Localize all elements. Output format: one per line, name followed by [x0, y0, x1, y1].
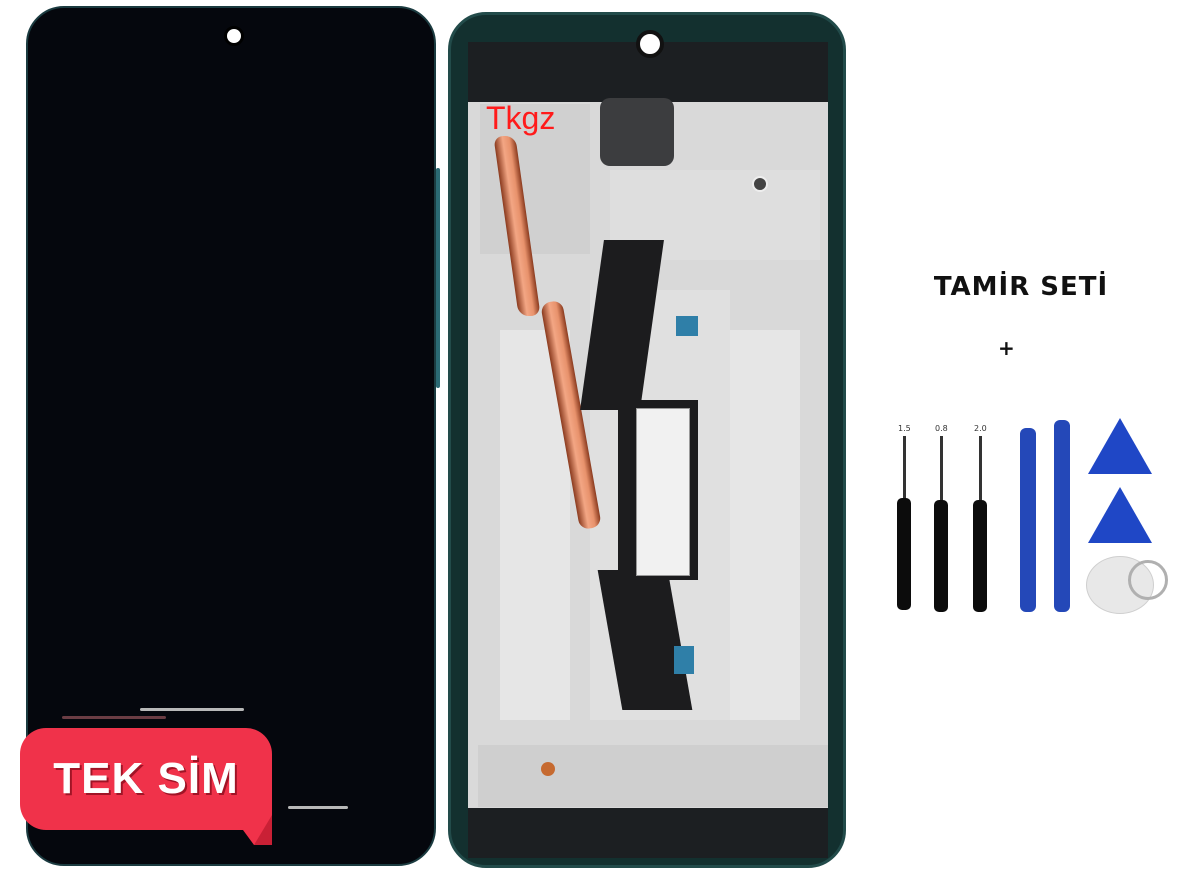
reflection-line: [140, 708, 244, 711]
screwdriver-shaft: [979, 436, 982, 500]
spudger-tool-2: [1054, 420, 1070, 612]
rear-camera-hole: [636, 30, 664, 58]
suction-cup-ring: [1128, 560, 1168, 600]
screw: [752, 176, 768, 192]
fingerprint-module: [600, 98, 674, 166]
frame-section: [480, 104, 590, 254]
frame-panel-right: [730, 330, 800, 720]
bit-label: 1.5: [898, 424, 911, 433]
single-sim-badge: TEK SİM: [20, 728, 272, 830]
screwdriver-handle: [934, 500, 948, 612]
screwdriver-shaft: [940, 436, 943, 500]
watermark-text: Tkgz: [486, 100, 556, 136]
badge-text: TEK SİM: [53, 754, 239, 803]
phone-front-screen: [26, 6, 440, 866]
copper-screw: [541, 762, 555, 776]
flex-label-sticker: [636, 408, 690, 576]
reflection-line: [62, 716, 166, 719]
screwdriver-1: 1.5: [898, 416, 911, 435]
frame-bottom-shelf: [478, 745, 828, 807]
front-camera-hole: [224, 26, 244, 46]
bit-label: 2.0: [974, 424, 987, 433]
badge-tail: [232, 815, 272, 845]
screwdriver-3: 2.0: [974, 416, 987, 435]
screwdriver-2: 0.8: [935, 416, 948, 435]
spudger-tool-1: [1020, 428, 1036, 612]
blue-tape: [674, 646, 694, 674]
frame-bottom-bezel: [468, 808, 828, 858]
plus-sign: +: [998, 336, 1015, 360]
screwdriver-handle: [897, 498, 911, 610]
bit-label: 0.8: [935, 424, 948, 433]
screwdriver-shaft: [903, 436, 906, 498]
screwdriver-handle: [973, 500, 987, 612]
repair-kit-title: TAMİR SETİ: [933, 272, 1109, 302]
side-edge: [436, 168, 440, 388]
opening-pick-2: [1088, 487, 1152, 543]
opening-pick-1: [1088, 418, 1152, 474]
blue-tape: [676, 316, 698, 336]
reflection-line: [288, 806, 348, 809]
